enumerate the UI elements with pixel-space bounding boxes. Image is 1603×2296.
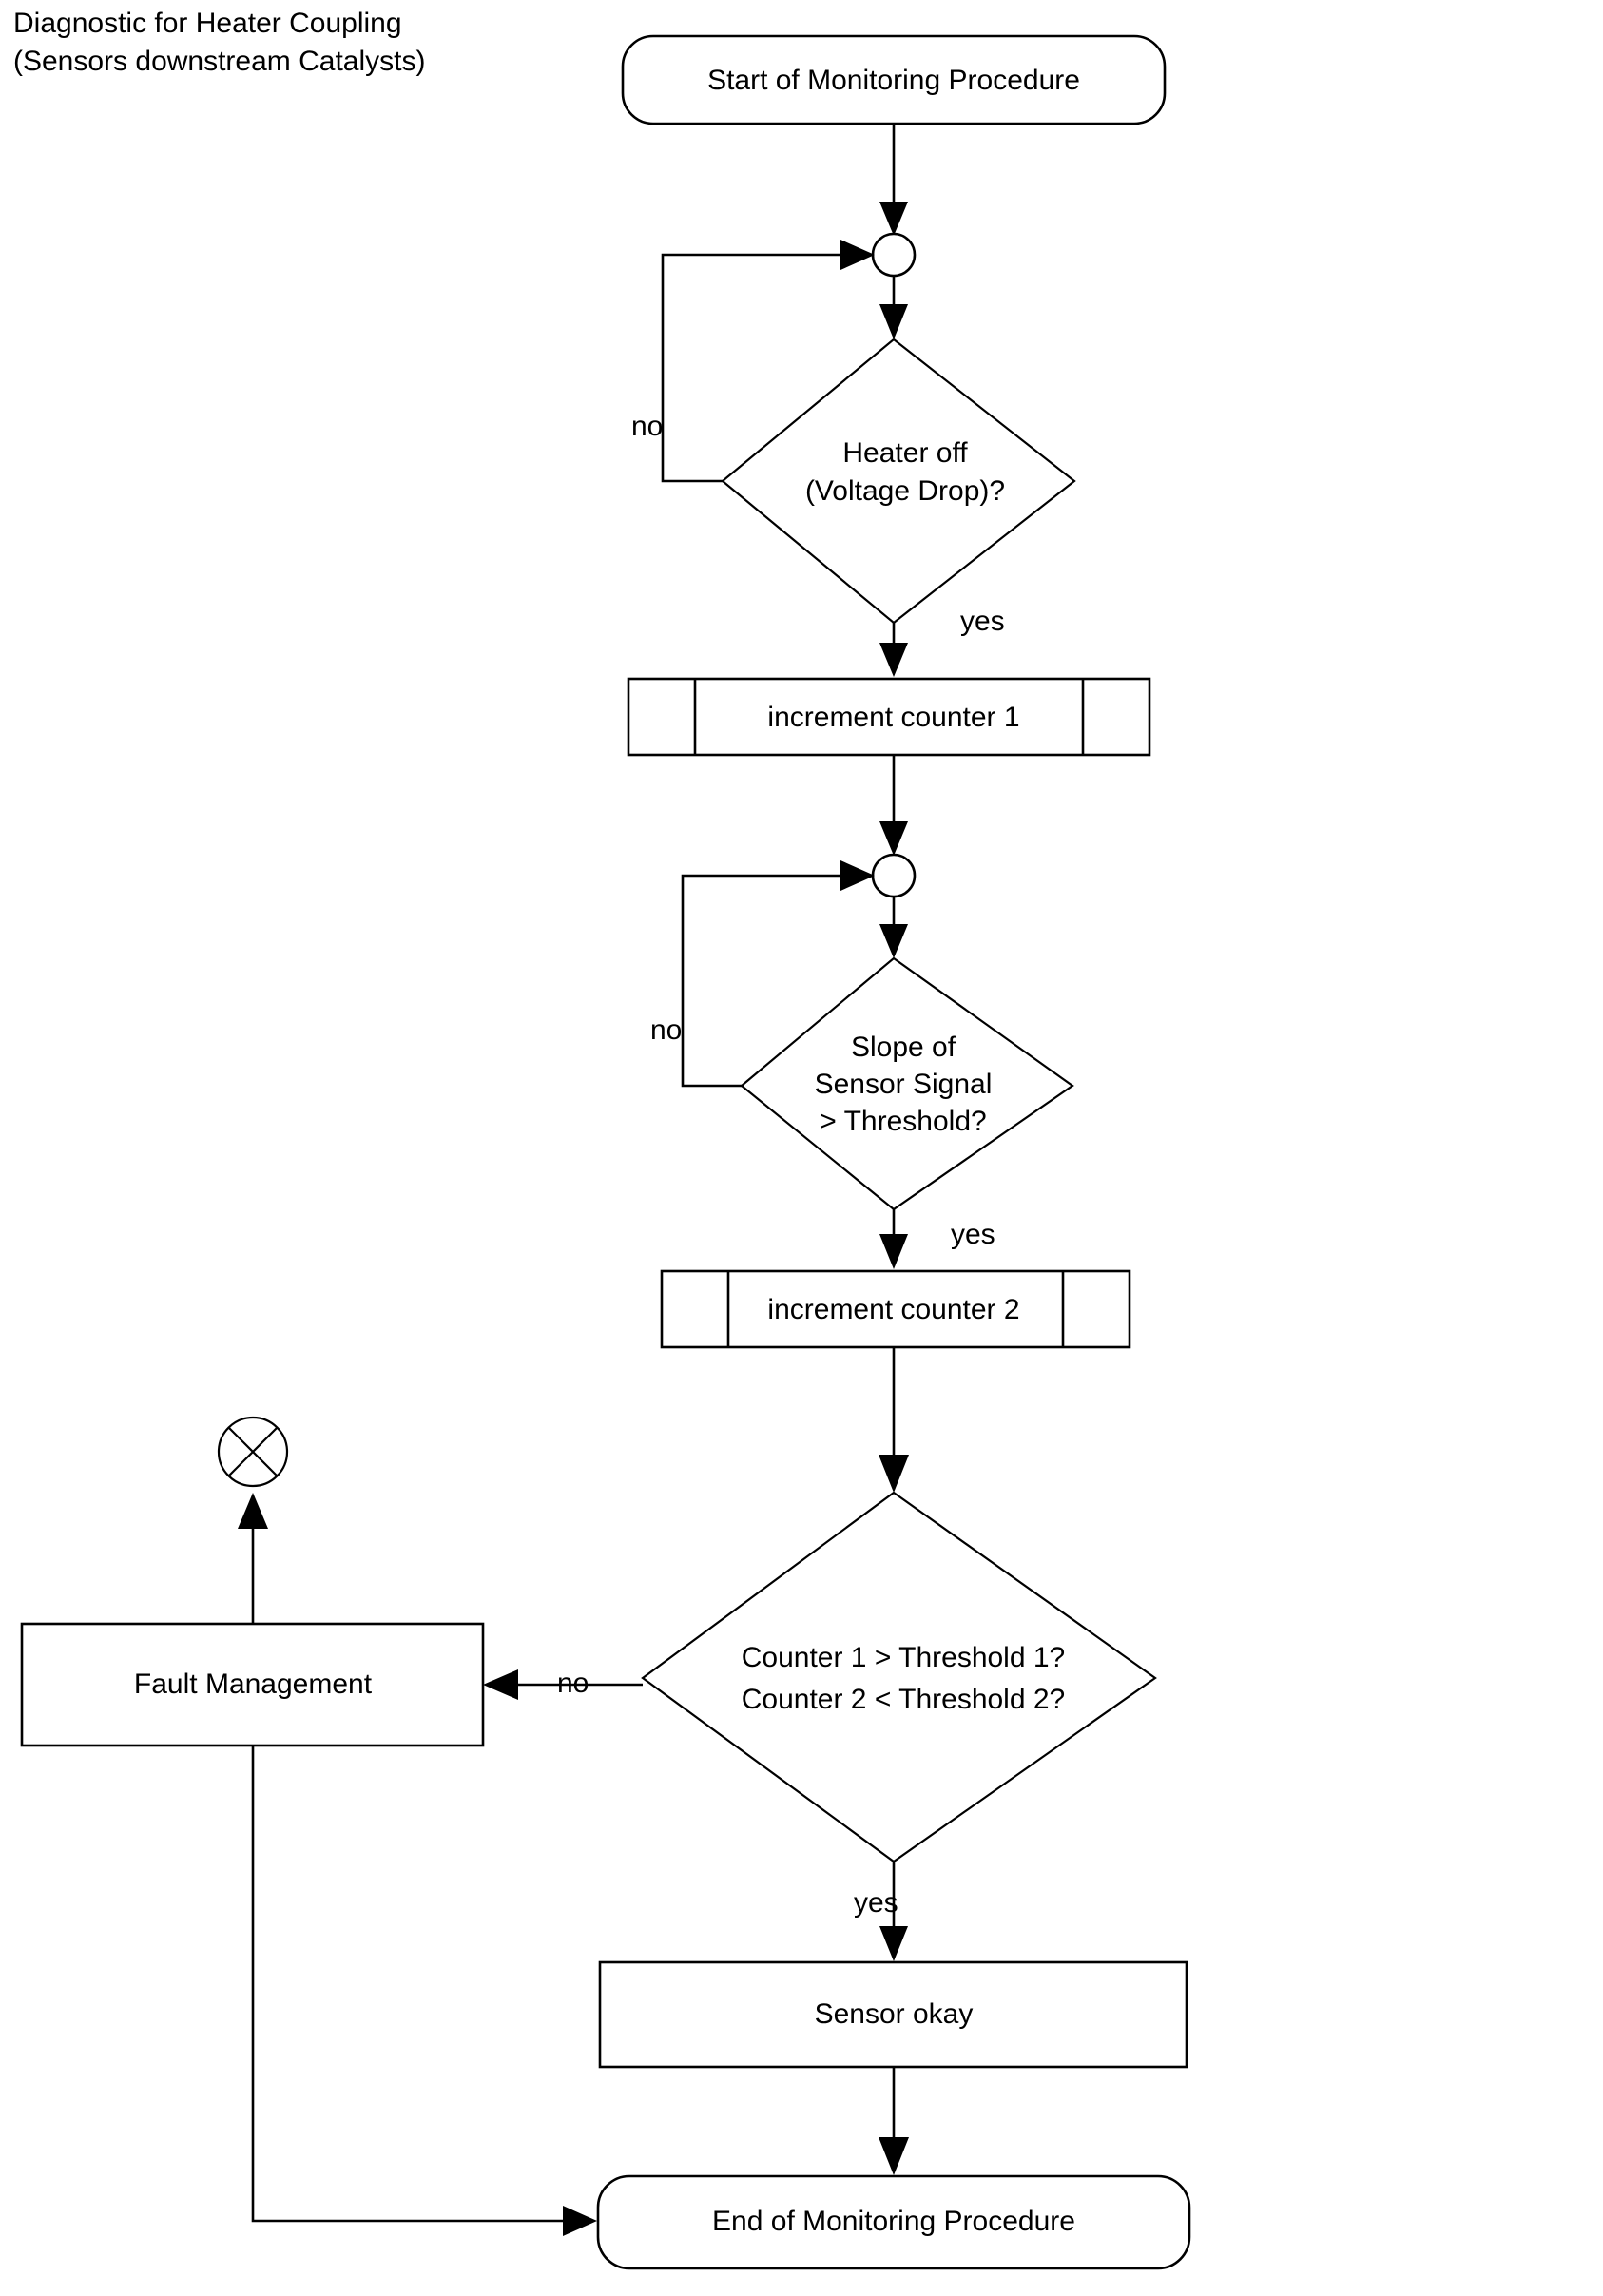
decision3-label-line2: Counter 2 < Threshold 2? [742, 1684, 1066, 1715]
arrow-head-icon [563, 2206, 597, 2236]
edge-label-decision1-no: no [631, 411, 663, 442]
node-decision3[interactable]: Counter 1 > Threshold 1? Counter 2 < Thr… [641, 1491, 1157, 1863]
end-label: End of Monitoring Procedure [712, 2206, 1075, 2237]
edge-decision2-no-loopback: no [650, 860, 875, 1088]
edge-label-decision3-yes: yes [854, 1887, 898, 1919]
arrow-head-icon [483, 1669, 518, 1700]
sensor-okay-label: Sensor okay [815, 1998, 974, 2030]
edge-merge1-to-decision1 [879, 276, 908, 339]
process1-label: increment counter 1 [767, 702, 1019, 733]
edge-sensor-okay-to-end [879, 2067, 909, 2175]
node-decision2[interactable]: Slope of Sensor Signal > Threshold? [740, 956, 1074, 1211]
decision1-label-line1: Heater off [842, 437, 968, 469]
node-process1[interactable]: increment counter 1 [627, 677, 1151, 757]
node-start[interactable]: Start of Monitoring Procedure [621, 34, 1167, 125]
node-fault-management[interactable]: Fault Management [20, 1622, 485, 1747]
edge-label-decision1-yes: yes [960, 606, 1005, 637]
node-merge1[interactable] [871, 232, 917, 278]
fault-label: Fault Management [134, 1669, 373, 1700]
edge-decision2-yes: yes [879, 1209, 995, 1269]
diagram-title-line2: (Sensors downstream Catalysts) [13, 46, 425, 77]
decision2-label-line2: Sensor Signal [815, 1069, 993, 1100]
node-end[interactable]: End of Monitoring Procedure [596, 2174, 1191, 2270]
edge-label-decision2-no: no [650, 1014, 682, 1046]
arrow-head-icon [879, 1455, 909, 1493]
decision3-label-line1: Counter 1 > Threshold 1? [742, 1642, 1066, 1673]
arrow-head-icon [879, 2137, 909, 2175]
arrow-head-icon [879, 202, 908, 236]
process1-shape [627, 677, 1151, 757]
node-process2[interactable]: increment counter 2 [660, 1269, 1131, 1349]
edge-decision1-yes: yes [879, 606, 1005, 677]
arrow-head-icon [840, 240, 875, 270]
node-merge2[interactable] [871, 853, 917, 898]
decision1-label-line2: (Voltage Drop)? [805, 475, 1005, 507]
cross-icon-stroke-2 [227, 1426, 279, 1477]
arrow-head-icon [879, 1234, 908, 1269]
edge-fault-to-terminate [238, 1493, 268, 1624]
decision2-label-line3: > Threshold? [820, 1106, 986, 1137]
process2-shape [660, 1269, 1131, 1349]
edge-process1-to-merge2 [879, 755, 908, 856]
arrow-head-icon [879, 1926, 908, 1961]
node-decision1[interactable]: Heater off (Voltage Drop)? [721, 338, 1076, 625]
merge1-shape [871, 232, 917, 278]
edge-process2-to-decision3 [879, 1347, 909, 1493]
arrow-head-icon [879, 304, 908, 339]
sensor-okay-shape [598, 1960, 1188, 2069]
start-label: Start of Monitoring Procedure [707, 65, 1080, 96]
process2-label: increment counter 2 [767, 1294, 1019, 1325]
edge-decision3-no: no [483, 1668, 643, 1700]
end-shape [596, 2174, 1191, 2270]
arrow-head-icon [879, 643, 908, 677]
edge-merge2-to-decision2 [879, 897, 908, 958]
decision2-label-line1: Slope of [851, 1032, 956, 1063]
diagram-title-line1: Diagnostic for Heater Coupling [13, 8, 402, 39]
decision3-shape [641, 1491, 1157, 1863]
arrow-head-icon [840, 860, 875, 891]
node-sensor-okay[interactable]: Sensor okay [598, 1960, 1188, 2069]
arrow-head-icon [238, 1493, 268, 1529]
edge-decision1-no-loopback: no [631, 240, 875, 483]
arrow-head-icon [879, 821, 908, 856]
merge2-shape [871, 853, 917, 898]
edge-start-to-merge1 [879, 124, 908, 236]
edge-label-decision3-no: no [557, 1668, 589, 1699]
edge-fault-to-end [251, 1746, 597, 2236]
arrow-head-icon [879, 924, 908, 958]
node-terminate[interactable] [217, 1416, 289, 1488]
edge-label-decision2-yes: yes [951, 1219, 995, 1250]
edge-decision3-yes: yes [854, 1862, 908, 1961]
